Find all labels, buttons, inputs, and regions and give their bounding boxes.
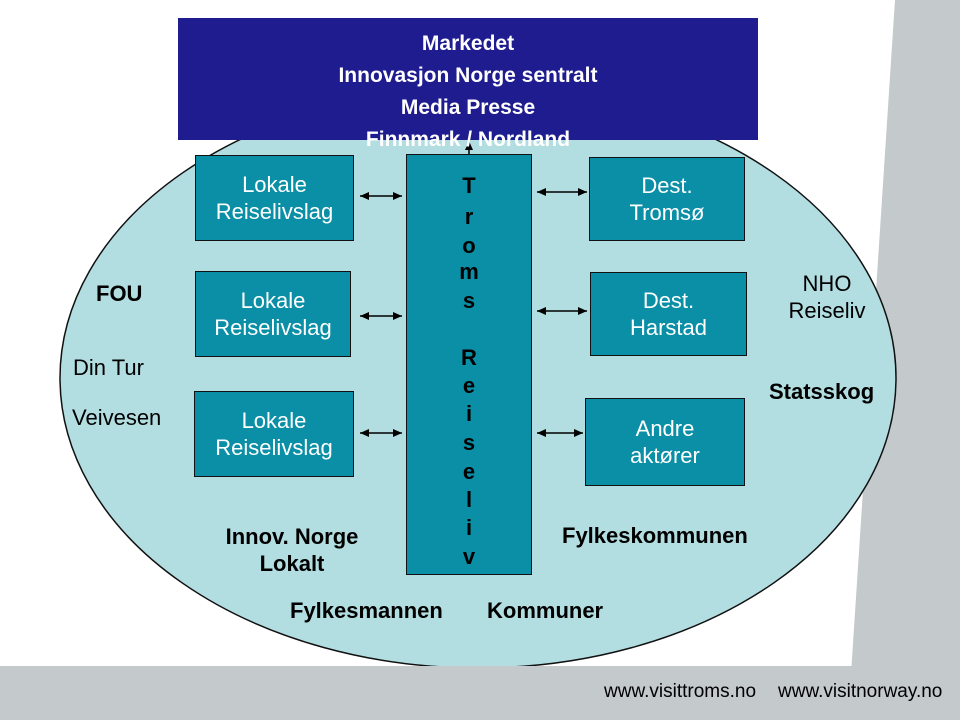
kommuner-label: Kommuner — [487, 598, 604, 623]
fylkesmannen-label: Fylkesmannen — [290, 598, 443, 623]
dest-harstad-line2: Harstad — [629, 315, 708, 340]
visittroms-url: www.visittroms.no — [604, 681, 757, 702]
lokale-box-2-line1: Lokale — [240, 288, 306, 313]
troms-letter: m — [459, 259, 479, 284]
nho-line2: Reiseliv — [788, 298, 866, 323]
lokale-box-1-line2: Reiselivslag — [215, 199, 334, 224]
top-line-4: Finnmark / Nordland — [365, 128, 571, 151]
troms-reiseliv-column: T r o m s R e i s e l i v — [406, 154, 532, 575]
visitnorway-url: www.visitnorway.no — [778, 681, 943, 702]
innov-norge-line1: Innov. Norge — [225, 524, 359, 549]
lokale-box-2-line2: Reiselivslag — [214, 315, 332, 340]
footer-bar — [0, 666, 960, 720]
fou-label: FOU — [96, 281, 143, 306]
troms-letter: s — [462, 288, 476, 313]
nho-reiseliv-label: NHO Reiseliv — [777, 270, 877, 324]
innov-norge-line2: Lokalt — [259, 551, 325, 576]
dest-tromso-box: Dest. Tromsø — [589, 157, 745, 241]
nho-line1: NHO — [802, 271, 852, 296]
lokale-reiselivslag-box-1: Lokale Reiselivslag — [195, 155, 354, 241]
dest-tromso-line1: Dest. — [641, 173, 693, 198]
fylkeskommunen-label: Fylkeskommunen — [562, 523, 748, 548]
dest-harstad-line1: Dest. — [642, 288, 695, 313]
lokale-box-3-line1: Lokale — [241, 408, 307, 433]
lokale-reiselivslag-box-2: Lokale Reiselivslag — [195, 271, 351, 357]
andre-aktorer-line1: Andre — [635, 416, 695, 441]
veivesen-label: Veivesen — [72, 405, 162, 430]
lokale-reiselivslag-box-3: Lokale Reiselivslag — [194, 391, 354, 477]
andre-aktorer-box: Andre aktører — [585, 398, 745, 486]
dest-tromso-line2: Tromsø — [629, 200, 705, 225]
top-line-1: Markedet — [421, 32, 515, 55]
troms-letter: T — [462, 173, 476, 198]
reiseliv-letter: i — [465, 515, 473, 540]
markedet-box: Markedet Innovasjon Norge sentralt Media… — [178, 18, 758, 151]
top-line-3: Media Presse — [400, 96, 536, 119]
reiseliv-letter: v — [462, 544, 476, 569]
troms-letter: o — [462, 233, 476, 258]
reiseliv-letter: R — [461, 345, 477, 370]
reiseliv-letter: l — [465, 487, 473, 512]
din-tur-label: Din Tur — [73, 355, 144, 380]
andre-aktorer-line2: aktører — [630, 443, 700, 468]
corner-shape — [848, 0, 960, 720]
dest-harstad-box: Dest. Harstad — [590, 272, 747, 356]
reiseliv-letter: i — [465, 401, 473, 426]
statsskog-label: Statsskog — [769, 379, 875, 404]
reiseliv-letter: s — [462, 430, 476, 455]
top-line-2: Innovasjon Norge sentralt — [338, 64, 598, 87]
lokale-box-1-line1: Lokale — [242, 172, 307, 197]
reiseliv-letter: e — [462, 459, 476, 484]
troms-letter: r — [464, 204, 474, 229]
reiseliv-letter: e — [462, 373, 476, 398]
innov-norge-lokalt-label: Innov. Norge Lokalt — [212, 523, 372, 577]
lokale-box-3-line2: Reiselivslag — [215, 435, 333, 460]
